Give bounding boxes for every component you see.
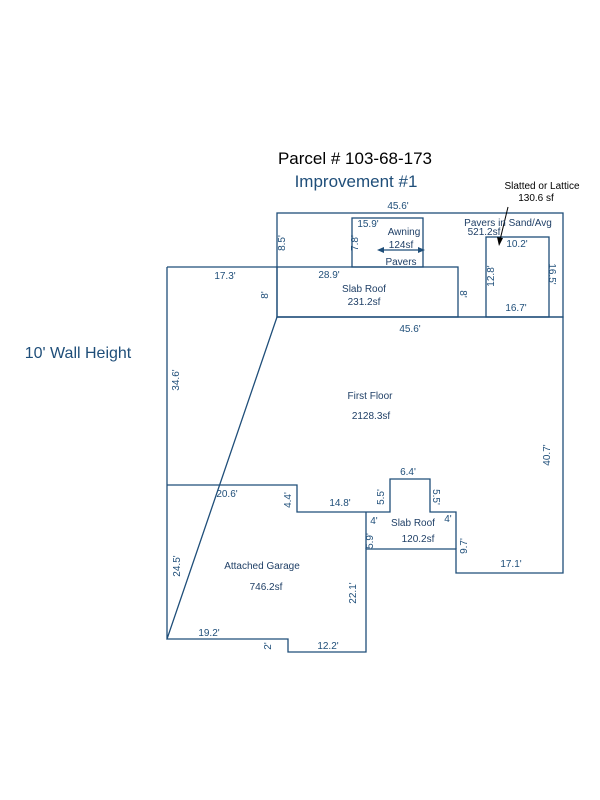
dim-lattice-left-height: 12.8' <box>486 265 497 286</box>
dim-bump-right-height: 5.5' <box>430 489 441 505</box>
dim-garage-left-height: 24.5' <box>172 555 183 576</box>
dim-garage-jog: 2' <box>263 642 274 650</box>
lattice-area: 130.6 sf <box>518 193 554 204</box>
arrow-right-icon <box>418 247 425 253</box>
slab-roof-top-area: 231.2sf <box>348 297 381 308</box>
dim-right-height: 40.7' <box>542 444 553 465</box>
improvement-title: Improvement #1 <box>295 172 418 191</box>
lattice-name: Slatted or Lattice <box>504 181 579 192</box>
dim-garage-bottom-right: 12.2' <box>317 641 338 652</box>
dim-slab2-right-height: 9.7' <box>459 538 470 554</box>
garage-step-outline <box>167 478 457 549</box>
dim-lattice-width: 10.2' <box>506 239 527 250</box>
pavers-area: 521.2sf <box>468 227 501 238</box>
awning-area: 124sf <box>389 240 414 251</box>
dim-left-top-width: 17.3' <box>214 271 235 282</box>
first-floor-name: First Floor <box>348 391 394 402</box>
slab-roof-bottom-name: Slab Roof <box>391 518 435 529</box>
dim-slab-top-width: 28.9' <box>318 270 339 281</box>
dim-slab-right-height: 8' <box>457 290 468 298</box>
arrow-left-icon <box>377 247 384 253</box>
first-floor-area: 2128.3sf <box>352 411 391 422</box>
house-outline <box>166 266 564 653</box>
dim-lattice-bottom: 16.7' <box>505 303 526 314</box>
dim-left-height: 34.6' <box>171 369 182 390</box>
dim-bump-width: 6.4' <box>400 467 416 478</box>
garage-name: Attached Garage <box>224 561 300 572</box>
dim-garage-bottom-width: 19.2' <box>198 628 219 639</box>
parcel-title: Parcel # 103-68-173 <box>278 149 432 168</box>
pavers-name: Pavers in Sand/Avg <box>464 218 552 229</box>
dim-awning-width: 15.9' <box>357 219 378 230</box>
dim-top-width: 45.6' <box>387 201 408 212</box>
dim-awning-height: 7.8' <box>350 235 361 251</box>
dim-slab2-right-offset: 4' <box>444 514 452 525</box>
dim-slab2-left-offset: 4' <box>370 516 378 527</box>
leader-arrow-icon <box>497 237 503 246</box>
dim-step-width: 14.8' <box>329 498 350 509</box>
dim-slab-left-height: 8' <box>260 291 271 299</box>
dim-lattice-right-height: 16.5' <box>546 263 557 284</box>
garage-area: 746.2sf <box>250 582 283 593</box>
dim-bottom-right-width: 17.1' <box>500 559 521 570</box>
dim-garage-top-width: 20.6' <box>216 489 237 500</box>
dim-mid-width: 45.6' <box>399 324 420 335</box>
dim-step-height: 4.4' <box>283 492 294 508</box>
slab-roof-top-name: Slab Roof <box>342 284 386 295</box>
awning-sub: Pavers <box>385 257 416 268</box>
awning-name: Awning <box>388 227 421 238</box>
dim-garage-right-height: 22.1' <box>348 582 359 603</box>
lattice-leader-line <box>499 206 509 241</box>
dim-left-pavers-height: 8.5' <box>277 235 288 251</box>
wall-height-label: 10' Wall Height <box>25 345 132 362</box>
dim-slab2-left-height: 5.9' <box>365 533 376 549</box>
slab-roof-bottom-area: 120.2sf <box>402 534 435 545</box>
dim-bump-left-height: 5.5' <box>376 489 387 505</box>
